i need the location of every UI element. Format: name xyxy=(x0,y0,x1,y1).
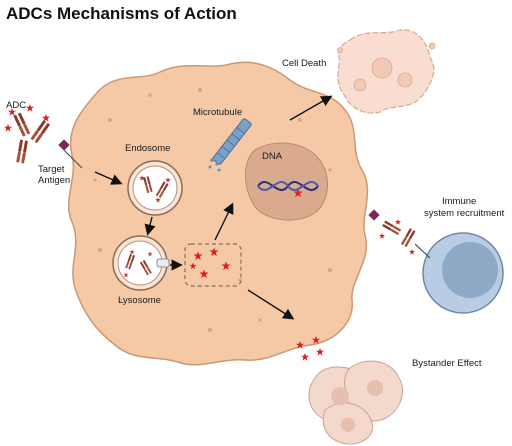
target-antigen-label-line1: Target xyxy=(38,164,65,175)
tubulin-fragments xyxy=(208,158,221,172)
endosome xyxy=(127,160,183,216)
microtubule-icon xyxy=(212,118,252,165)
adc-label: ADC xyxy=(6,100,26,111)
lysosome-label: Lysosome xyxy=(118,295,161,306)
immune-label-line2: system recruitment xyxy=(424,208,505,219)
released-payload-area xyxy=(184,243,242,287)
immune-nucleus xyxy=(442,242,498,298)
dead-cell-fragments xyxy=(337,42,436,92)
cell-death-label: Cell Death xyxy=(282,58,326,69)
nucleus xyxy=(244,142,329,221)
immune-adc-icon xyxy=(368,209,431,259)
bystander-nuclei xyxy=(331,380,383,432)
endosome-label: Endosome xyxy=(125,143,170,154)
cytoplasm-dots xyxy=(93,87,332,332)
adc-antibody-icon xyxy=(4,104,51,164)
lysosome xyxy=(112,235,170,291)
arrow-icon xyxy=(94,95,333,320)
target-antigen-label-line2: Antigen xyxy=(38,175,70,186)
diagram-title: ADCs Mechanisms of Action xyxy=(6,4,237,23)
dna-helix-icon xyxy=(257,180,319,198)
microtubule-label: Microtubule xyxy=(193,107,242,118)
dna-label: DNA xyxy=(262,151,283,162)
immune-label-line1: Immune xyxy=(442,196,476,207)
bystander-cells xyxy=(308,360,403,445)
bystander-label: Bystander Effect xyxy=(412,358,482,369)
